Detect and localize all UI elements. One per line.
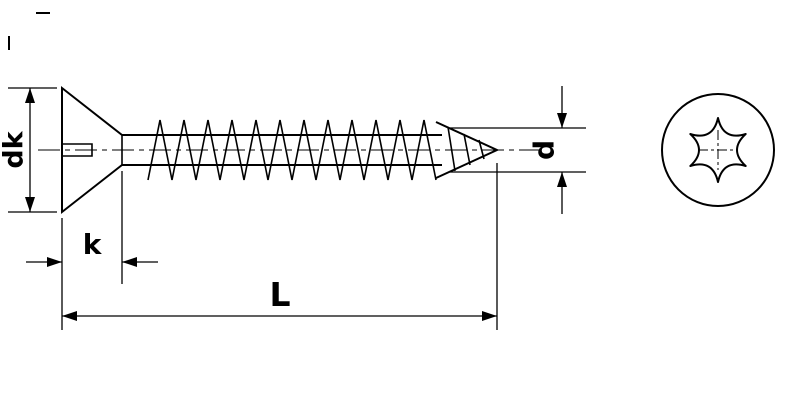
drive-recess-side [62, 143, 93, 157]
dk-label: dk [0, 130, 30, 168]
head-outline [61, 85, 123, 215]
tip-thread-3 [478, 139, 485, 160]
crop-marks [8, 12, 50, 50]
torx-star-icon [689, 117, 747, 183]
tip-thread-1 [447, 126, 456, 172]
d-arrow-down [557, 113, 567, 128]
dk-arrow-down [25, 197, 35, 212]
k-label: k [83, 228, 103, 261]
drive-end-view [661, 93, 775, 207]
screw-tip [435, 121, 500, 179]
d-label: d [528, 140, 561, 160]
k-arrow-right [47, 257, 62, 267]
k-arrow-left [122, 257, 137, 267]
screw-shaft [122, 119, 500, 181]
dimension-L: L [62, 163, 498, 330]
d-arrow-up [557, 172, 567, 187]
screw-head [61, 85, 123, 215]
tip-thread-2 [463, 133, 471, 166]
thread-zigzag [147, 119, 437, 181]
dimension-k: k [26, 171, 158, 330]
head-circle [661, 93, 775, 207]
dk-arrow-up [25, 88, 35, 103]
dimension-dk: dk [0, 87, 57, 213]
dimension-d: d [450, 86, 586, 214]
L-arrow-left [62, 311, 77, 321]
L-arrow-right [482, 311, 497, 321]
L-label: L [269, 275, 290, 314]
